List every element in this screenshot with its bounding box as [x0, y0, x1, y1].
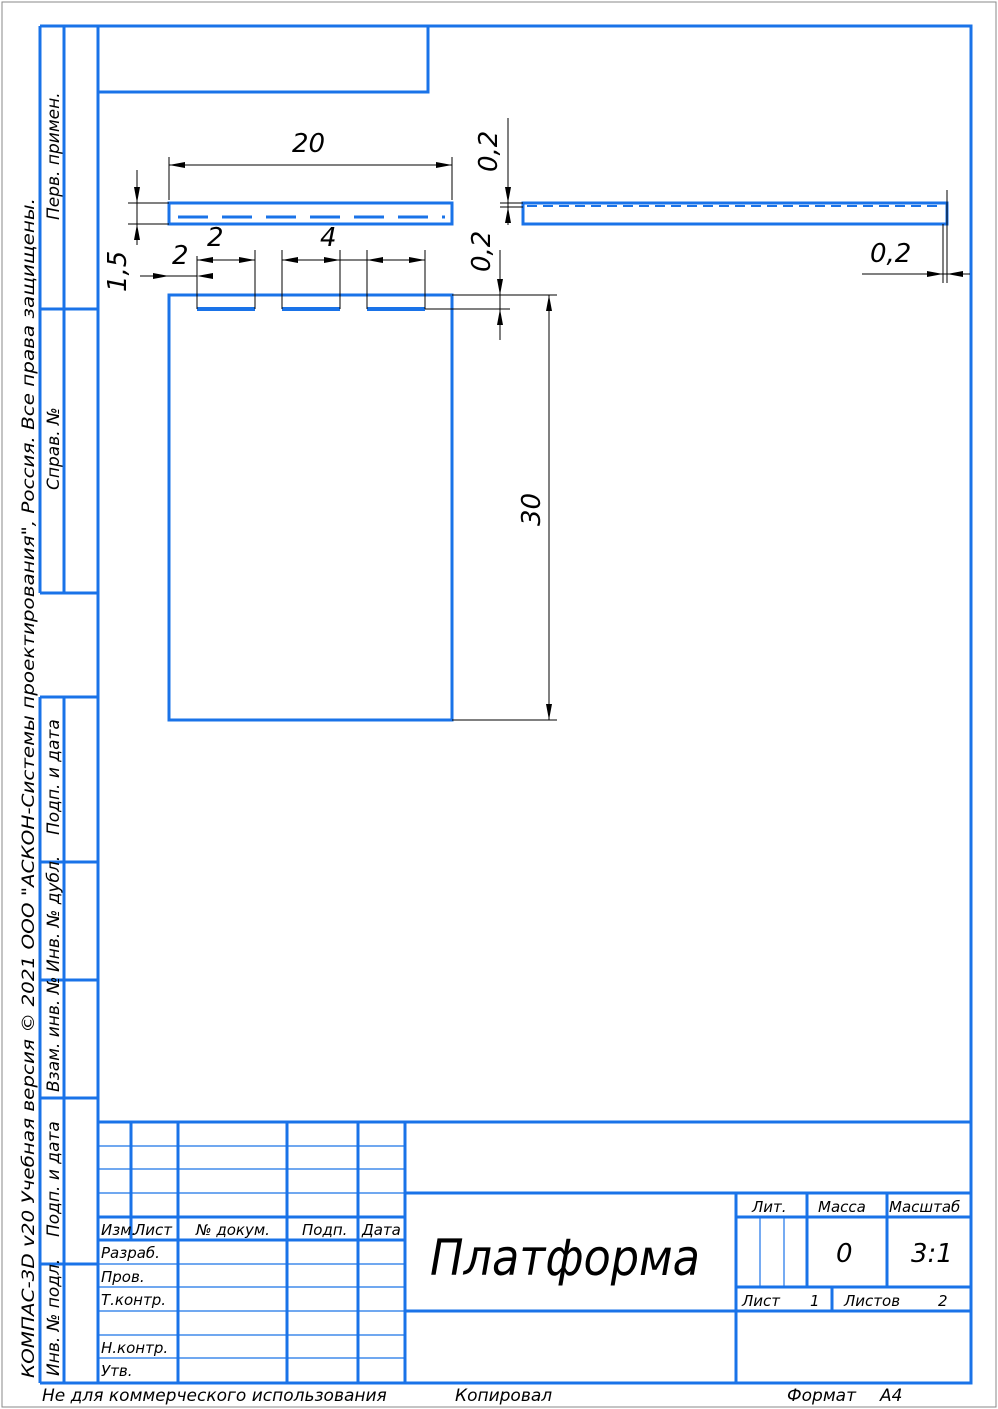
- title-block: [98, 1120, 971, 1383]
- dim-0-2-top-label: 0,2: [474, 131, 504, 172]
- dim-2-offset: [140, 256, 213, 309]
- side-inv-dubl: Инв. № дубл.: [44, 856, 64, 972]
- dim-2-slot: [197, 250, 256, 309]
- platform-body: [167, 293, 454, 722]
- side-vzam-inv: Взам. инв. №: [44, 977, 64, 1092]
- massa-value: 0: [836, 1239, 853, 1269]
- top-bar-left: [167, 201, 454, 226]
- dim-4-label: 4: [320, 223, 337, 253]
- dim-2-offset-label: 2: [172, 241, 189, 271]
- dim-0-2-right-label: 0,2: [870, 239, 911, 269]
- side-podp-data-2: Подп. и дата: [44, 1121, 64, 1237]
- role-prov: Пров.: [101, 1268, 145, 1286]
- list-value: 1: [810, 1292, 820, 1310]
- dim-0-2-mid-label: 0,2: [467, 231, 497, 272]
- drawing-title: Платформа: [430, 1229, 700, 1287]
- masshtab-value: 3:1: [911, 1239, 953, 1269]
- role-t-kontr: Т.контр.: [101, 1291, 166, 1309]
- dim-2-slot-label: 2: [207, 223, 224, 253]
- listov-value: 2: [938, 1292, 948, 1310]
- hdr-podp: Подп.: [302, 1221, 347, 1239]
- hdr-data: Дата: [361, 1221, 401, 1239]
- footer-copied: Копировал: [455, 1386, 552, 1406]
- dim-20-label: 20: [292, 129, 325, 159]
- side-copyright: КОМПАС-3D v20 Учебная версия © 2021 ООО …: [19, 198, 39, 1378]
- side-inv-podl: Инв. № подл.: [44, 1259, 64, 1376]
- list-label: Лист: [741, 1292, 781, 1310]
- dim-30-label: 30: [517, 493, 547, 526]
- massa-label: Масса: [818, 1198, 866, 1216]
- dim-0-2-top: [500, 118, 523, 225]
- hdr-list: Лист: [133, 1221, 173, 1239]
- dim-20: [168, 157, 453, 200]
- dim-0-2-right: [862, 190, 970, 283]
- role-utv: Утв.: [101, 1362, 133, 1380]
- top-left-box: [96, 24, 430, 94]
- role-razrab: Разраб.: [101, 1244, 160, 1262]
- footer-format-value: А4: [879, 1386, 902, 1406]
- hdr-izm: Изм.: [101, 1221, 136, 1239]
- side-perv-primen: Перв. примен.: [44, 92, 64, 220]
- main-frame: [96, 24, 973, 1385]
- hdr-no-dokum: № докум.: [195, 1221, 270, 1239]
- dim-30: [452, 295, 557, 721]
- listov-label: Листов: [843, 1292, 900, 1310]
- dim-4: [281, 250, 426, 309]
- dim-0-2-mid: [425, 250, 557, 340]
- role-n-kontr: Н.контр.: [101, 1339, 168, 1357]
- dim-1-5: [128, 170, 169, 245]
- lit-label: Лит.: [751, 1198, 787, 1216]
- side-sprav-no: Справ. №: [44, 407, 64, 490]
- side-podp-data-1: Подп. и дата: [44, 719, 64, 835]
- footer-format-label: Формат: [787, 1386, 857, 1406]
- footer-not-commercial: Не для коммерческого использования: [42, 1386, 387, 1406]
- masshtab-label: Масштаб: [889, 1198, 960, 1216]
- side-stamp: [38, 24, 98, 1385]
- dim-1-5-label: 1,5: [103, 251, 133, 292]
